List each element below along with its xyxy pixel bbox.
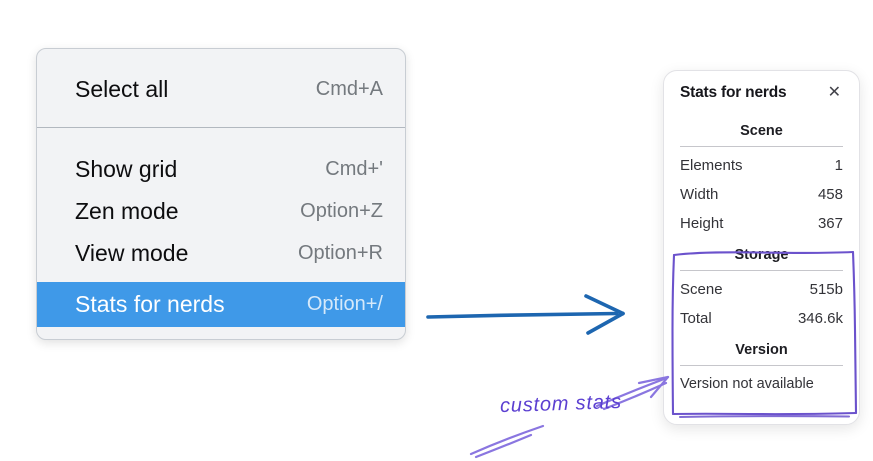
section-title-version: Version — [735, 342, 788, 358]
stat-row-total-storage: Total 346.6k — [680, 309, 843, 328]
section-title-storage: Storage — [734, 247, 789, 263]
menu-item-shortcut: Cmd+' — [325, 157, 383, 180]
menu-item-label: View mode — [75, 239, 189, 266]
version-note: Version not available — [680, 376, 814, 392]
stat-row-height: Height 367 — [680, 214, 843, 233]
stats-panel-header: Stats for nerds ✕ — [680, 84, 843, 102]
stat-label: Scene — [680, 281, 723, 298]
section-divider — [680, 365, 843, 366]
menu-item-view-mode[interactable]: View mode Option+R — [37, 232, 405, 274]
annotation-label: custom stats — [499, 390, 623, 418]
stat-value: 1 — [834, 157, 843, 174]
menu-item-stats-for-nerds[interactable]: Stats for nerds Option+/ — [37, 282, 405, 327]
menu-item-label: Select all — [75, 75, 169, 102]
stat-value: 458 — [817, 186, 843, 203]
menu-item-select-all[interactable]: Select all Cmd+A — [37, 63, 405, 115]
stat-label: Elements — [680, 157, 743, 174]
stat-label: Total — [680, 310, 712, 327]
stat-row-width: Width 458 — [680, 185, 843, 204]
stat-label: Height — [680, 215, 724, 232]
stat-row-elements: Elements 1 — [680, 156, 843, 175]
menu-item-shortcut: Cmd+A — [315, 77, 383, 100]
menu-item-label: Zen mode — [75, 197, 179, 224]
stats-panel: Stats for nerds ✕ Scene Elements 1 Width… — [663, 70, 860, 425]
menu-separator — [37, 127, 405, 128]
menu-item-show-grid[interactable]: Show grid Cmd+' — [37, 148, 405, 190]
menu-item-zen-mode[interactable]: Zen mode Option+Z — [37, 190, 405, 232]
section-divider — [680, 146, 843, 147]
menu-item-shortcut: Option+/ — [306, 293, 383, 315]
menu-group-view-options: Show grid Cmd+' Zen mode Option+Z View m… — [37, 128, 405, 327]
menu-item-shortcut: Option+R — [297, 241, 383, 264]
stat-label: Width — [680, 186, 719, 203]
menu-item-shortcut: Option+Z — [300, 199, 383, 222]
stat-value: 367 — [817, 215, 843, 232]
section-title-scene: Scene — [740, 123, 783, 139]
stat-row-scene-storage: Scene 515b — [680, 280, 843, 299]
menu-item-label: Stats for nerds — [75, 291, 225, 317]
context-menu: Select all Cmd+A Show grid Cmd+' Zen mod… — [36, 48, 406, 340]
stats-panel-title: Stats for nerds — [680, 84, 787, 101]
stat-value: 346.6k — [797, 310, 843, 327]
section-divider — [680, 270, 843, 271]
stat-value: 515b — [809, 281, 843, 298]
close-icon[interactable]: ✕ — [827, 84, 841, 101]
menu-item-label: Show grid — [75, 155, 178, 182]
